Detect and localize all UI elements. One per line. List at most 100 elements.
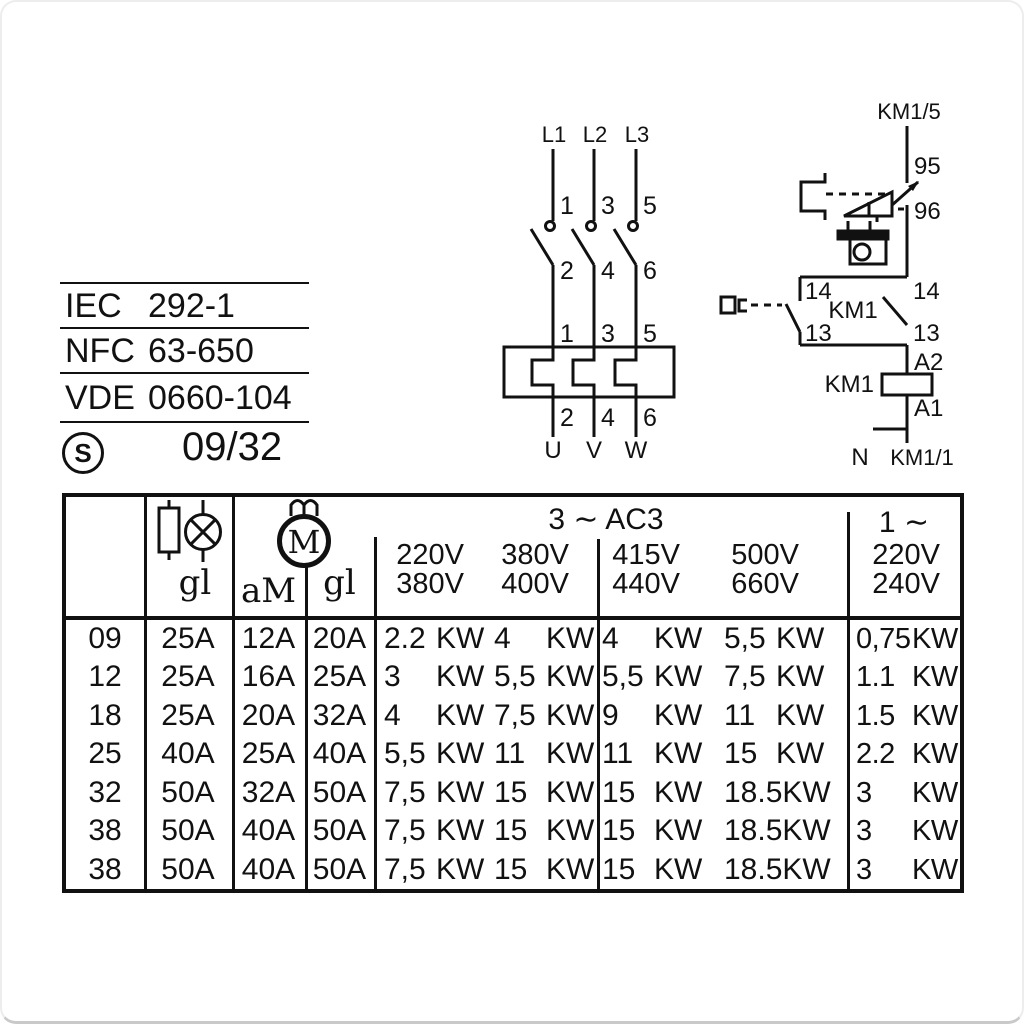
- standard-code: 0660-104: [148, 379, 292, 417]
- ratings-table: M gl aM gl 3 ∼ AC3 1 ∼ 220V 380V 380V 40…: [62, 493, 964, 893]
- rating-id-cell: 32: [88, 775, 122, 809]
- fuse-gl-cell: 25A: [161, 698, 215, 732]
- terminal-number: 4: [601, 257, 615, 285]
- table-grid-line: [847, 512, 850, 889]
- fuse-gl2-cell: 25A: [312, 660, 367, 694]
- voltage-line: 240V: [872, 568, 940, 600]
- voltage-line: 660V: [731, 568, 799, 600]
- neutral-label: N: [851, 444, 868, 471]
- fuse-am-cell: 16A: [241, 660, 296, 694]
- motor-output-label: W: [625, 437, 648, 464]
- voltage-line: 400V: [501, 568, 569, 600]
- voltage-line: 380V: [396, 568, 464, 600]
- rating-id-cell: 38: [88, 852, 122, 886]
- fuse-am-cell: 32A: [241, 775, 296, 809]
- standard-row-vde: VDE 0660-104: [60, 372, 309, 421]
- power-circuit-diagram: [502, 149, 676, 437]
- fuse-gl2-cell: 50A: [312, 775, 367, 809]
- control-top-label: KM1/5: [877, 99, 941, 124]
- standard-code: 63-650: [148, 332, 254, 370]
- terminal-number: 3: [601, 192, 615, 220]
- voltage-line: 220V: [396, 539, 464, 571]
- fuse-gl-cell: 25A: [161, 622, 215, 655]
- terminal-number: 2: [560, 404, 574, 432]
- pushbutton-contact-blade: [784, 303, 802, 333]
- fuse-gl2-cell: 50A: [312, 814, 367, 848]
- voltage-line: 380V: [501, 539, 569, 571]
- fuse-am-cell: 25A: [241, 737, 296, 771]
- motor-output-label: V: [586, 437, 602, 464]
- contactor-pole-blade: [529, 228, 555, 266]
- terminal-number: 1: [560, 192, 574, 220]
- motor-output-label: U: [544, 437, 561, 464]
- fuse-gl-cell: 50A: [161, 814, 215, 848]
- rating-id-cell: 18: [88, 698, 122, 732]
- fuse-gl-header: gl: [178, 563, 212, 603]
- fuse-gl-cell: 25A: [161, 660, 215, 694]
- control-bottom-label: KM1/1: [890, 445, 954, 470]
- voltage-line: 220V: [872, 539, 940, 571]
- rating-id-cell: 38: [88, 814, 122, 848]
- standard-org: VDE: [65, 379, 135, 417]
- contactor-coil: [880, 372, 934, 397]
- kw-cell-single-phase: 0,75KW: [856, 623, 958, 655]
- voltage-line: 440V: [612, 568, 680, 600]
- voltage-column-header: 415V 440V: [600, 541, 680, 599]
- fuse-gl2-cell: 32A: [312, 698, 367, 732]
- fuse-gl-cell: 50A: [161, 852, 215, 886]
- terminal-number: 96: [914, 198, 941, 225]
- voltage-line: 415V: [612, 539, 680, 571]
- terminal-number: 2: [560, 257, 574, 285]
- fuse-gl2-cell: 50A: [312, 852, 367, 886]
- table-grid-line: [305, 567, 308, 889]
- voltage-column-header: 220V 240V: [860, 541, 940, 599]
- voltage-column-header: 220V 380V: [384, 541, 464, 599]
- terminal-number: 1: [560, 320, 574, 348]
- thermal-element: [530, 265, 555, 437]
- thermal-element: [613, 265, 638, 437]
- standard-code: 292-1: [148, 287, 235, 325]
- fuse-gl-cell: 40A: [161, 737, 215, 771]
- fuse-am-cell: 40A: [241, 852, 296, 886]
- fuse-gl2-cell: 40A: [312, 737, 367, 771]
- terminal-number: 13: [805, 320, 832, 347]
- table-grid-line: [597, 539, 600, 889]
- kw-cell-500-660: 18.5KW: [724, 814, 831, 848]
- kw-cell-500-660: 18.5KW: [724, 775, 831, 809]
- aux-contact-label: KM1: [828, 297, 877, 324]
- motor-icon: M: [277, 499, 331, 568]
- standard-org: NFC: [65, 332, 135, 370]
- terminal-number: 6: [643, 257, 657, 285]
- fuse-am-cell: 40A: [241, 814, 296, 848]
- approval-number: 09/32: [182, 425, 283, 469]
- fuse-am-cell: 20A: [241, 698, 296, 732]
- motor-letter: M: [288, 523, 321, 561]
- control-circuit-diagram: [719, 126, 934, 443]
- contactor-pole-blade: [570, 228, 596, 266]
